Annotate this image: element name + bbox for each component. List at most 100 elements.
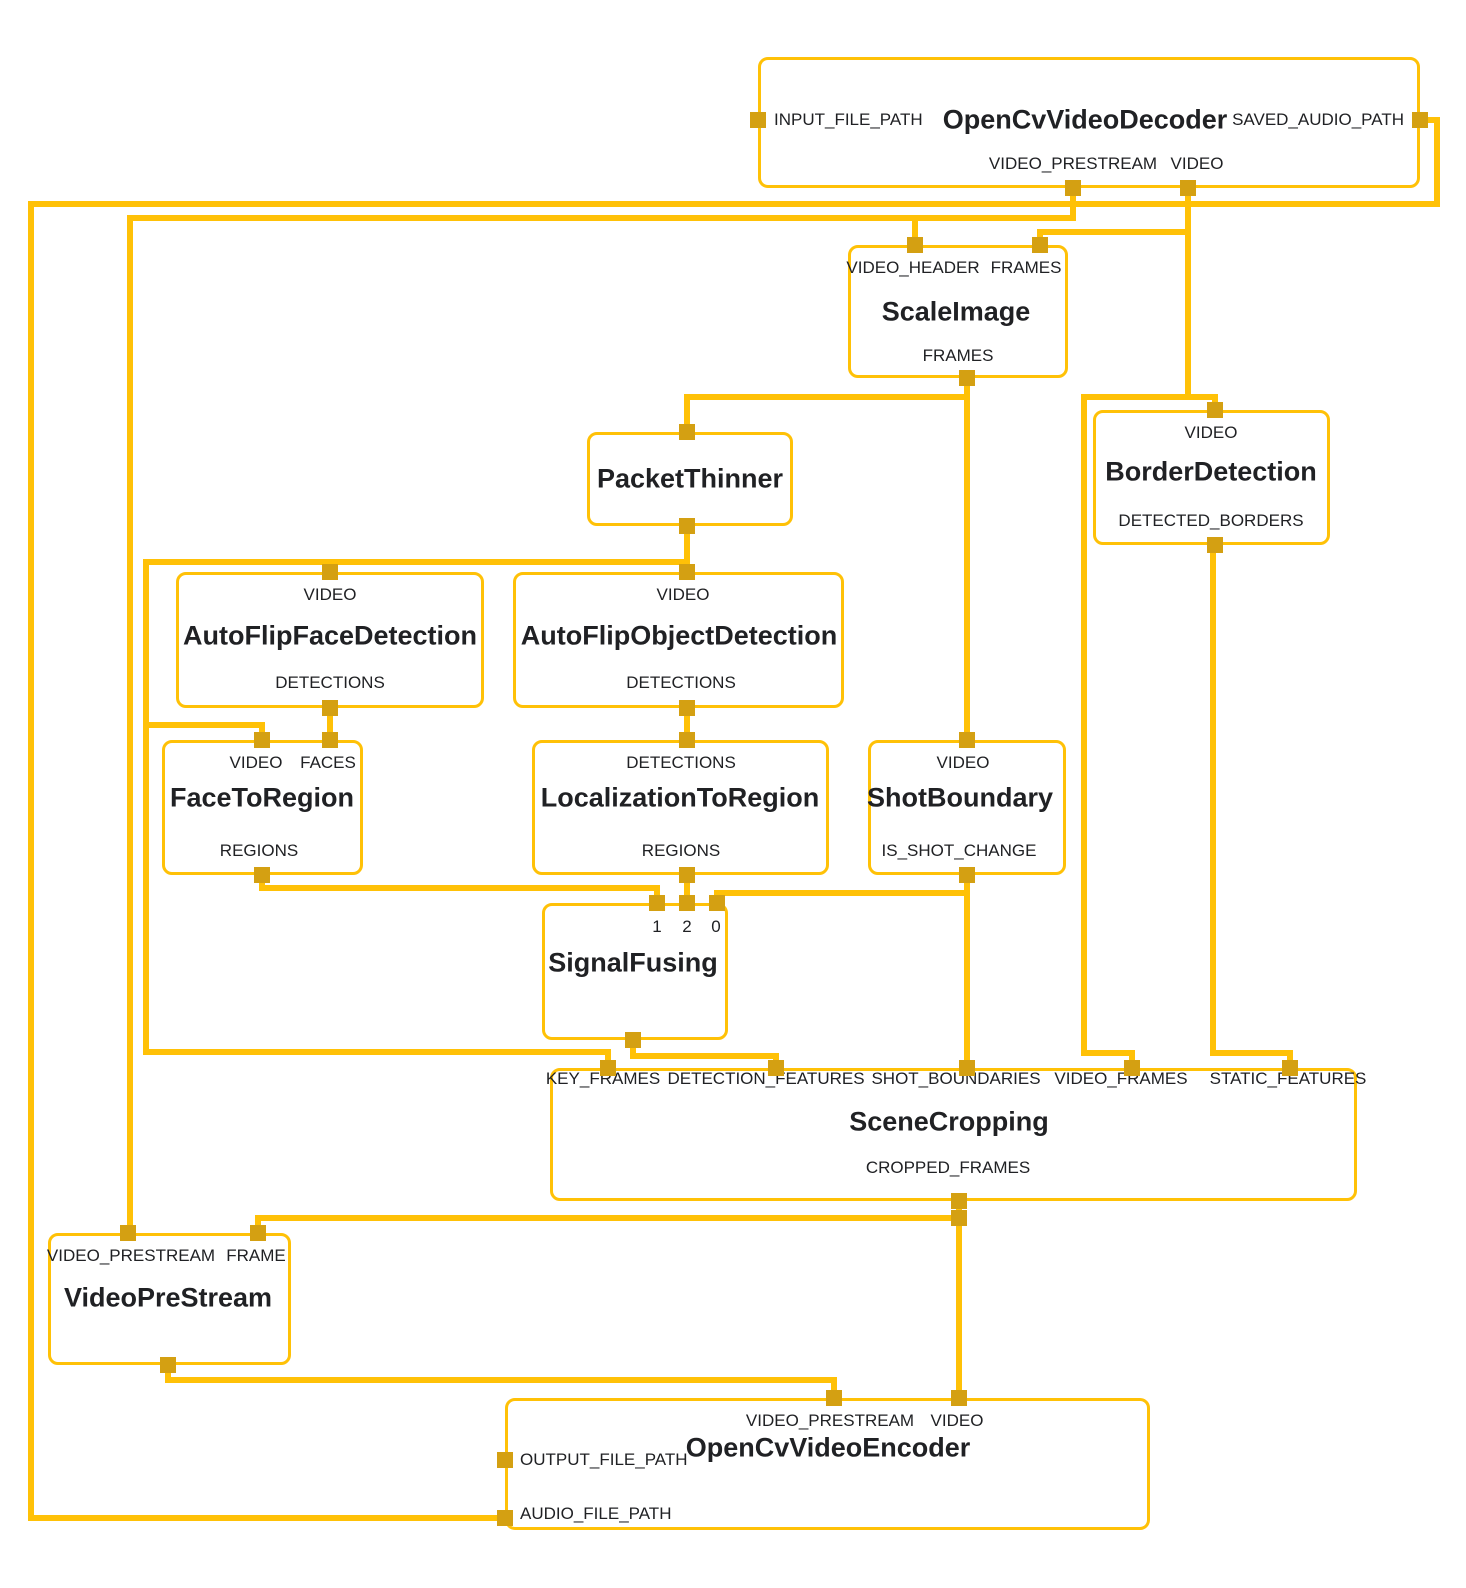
port-open-cv-video-encoder-video-square bbox=[951, 1390, 967, 1406]
port-signal-fusing-out-square bbox=[625, 1032, 641, 1048]
port-label-auto-flip-object-detection-video: VIDEO bbox=[656, 585, 710, 604]
port-label-scene-cropping-static_features: STATIC_FEATURES bbox=[1209, 1069, 1367, 1088]
port-scale-image-video_header-square bbox=[907, 237, 923, 253]
node-auto-flip-face-detection[interactable] bbox=[176, 572, 484, 708]
edge-video-prestream-main bbox=[127, 215, 133, 1236]
port-label-face-to-region-faces: FACES bbox=[300, 753, 356, 772]
node-auto-flip-object-detection[interactable] bbox=[513, 572, 844, 708]
port-open-cv-video-decoder-input_file_path-square bbox=[750, 112, 766, 128]
edge-video-to-video-frames bbox=[1081, 394, 1191, 400]
node-title-packet-thinner: PacketThinner bbox=[596, 463, 784, 494]
port-open-cv-video-decoder-video-square bbox=[1180, 180, 1196, 196]
edge-scale-frames-to-packet-thinner bbox=[684, 394, 970, 400]
port-signal-fusing-0-square bbox=[709, 895, 725, 911]
port-label-auto-flip-face-detection-detections: DETECTIONS bbox=[275, 673, 385, 692]
edge-borders-to-static-features bbox=[1210, 1050, 1293, 1056]
port-label-auto-flip-object-detection-detections: DETECTIONS bbox=[626, 673, 736, 692]
edge-packet-thinner-left-rail bbox=[143, 559, 690, 565]
port-scene-cropping-static_features-square bbox=[1282, 1060, 1298, 1076]
port-label-scale-image-frames: FRAMES bbox=[922, 346, 994, 365]
edge-video-main bbox=[1185, 185, 1191, 400]
port-face-to-region-regions-square bbox=[254, 867, 270, 883]
port-scale-image-frames-square bbox=[959, 370, 975, 386]
node-title-border-detection: BorderDetection bbox=[1105, 456, 1317, 487]
edge-shot-change-to-fusing-0 bbox=[714, 890, 970, 896]
node-open-cv-video-decoder[interactable] bbox=[758, 57, 1420, 188]
edge-prestream-out-to-encoder bbox=[831, 1377, 837, 1401]
edge-shot-change-to-shot-boundaries bbox=[964, 872, 970, 1071]
node-title-scene-cropping: SceneCropping bbox=[849, 1106, 1049, 1137]
edge-saved-audio-path-to-audio-file-path bbox=[1417, 117, 1440, 123]
port-shot-boundary-is_shot_change-square bbox=[959, 867, 975, 883]
node-title-auto-flip-object-detection: AutoFlipObjectDetection bbox=[520, 620, 838, 651]
port-video-pre-stream-frame-square bbox=[250, 1225, 266, 1241]
edge-borders-to-static-features bbox=[1210, 542, 1216, 1056]
port-shot-boundary-video-square bbox=[959, 732, 975, 748]
port-localization-to-region-detections-square bbox=[679, 732, 695, 748]
node-video-pre-stream[interactable] bbox=[48, 1233, 291, 1365]
port-label-localization-to-region-regions: REGIONS bbox=[641, 841, 721, 860]
node-title-shot-boundary: ShotBoundary bbox=[867, 782, 1053, 813]
node-open-cv-video-encoder[interactable] bbox=[505, 1398, 1150, 1530]
edge-packet-thinner-out bbox=[684, 523, 690, 575]
edge-saved-audio-path-to-audio-file-path bbox=[28, 1515, 508, 1521]
edge-fusing-out-to-detection-features bbox=[630, 1037, 636, 1059]
edge-cropped-frames-to-frame bbox=[255, 1215, 962, 1221]
port-auto-flip-object-detection-detections-square bbox=[679, 700, 695, 716]
edge-face-regions-to-fusing-1 bbox=[259, 885, 660, 891]
port-label-signal-fusing-2: 2 bbox=[682, 917, 692, 936]
edge-rail-to-face-to-region-video bbox=[143, 722, 265, 728]
edge-video-prestream-to-video-header bbox=[912, 215, 918, 248]
port-label-border-detection-detected_borders: DETECTED_BORDERS bbox=[1118, 511, 1304, 530]
edge-junction bbox=[951, 1210, 967, 1226]
edge-video-prestream-main bbox=[127, 215, 1076, 221]
port-scale-image-frames-square bbox=[1032, 237, 1048, 253]
port-label-open-cv-video-decoder-input_file_path: INPUT_FILE_PATH bbox=[774, 110, 923, 129]
edge-packet-thinner-left-rail bbox=[143, 559, 149, 1055]
port-label-open-cv-video-decoder-video_prestream: VIDEO_PRESTREAM bbox=[988, 154, 1158, 173]
port-video-pre-stream-out-square bbox=[160, 1357, 176, 1373]
port-label-auto-flip-face-detection-video: VIDEO bbox=[303, 585, 357, 604]
node-shot-boundary[interactable] bbox=[868, 740, 1066, 875]
port-label-open-cv-video-encoder-output_file_path: OUTPUT_FILE_PATH bbox=[520, 1450, 688, 1469]
port-label-signal-fusing-1: 1 bbox=[652, 917, 662, 936]
port-label-scale-image-frames: FRAMES bbox=[990, 258, 1062, 277]
edge-packet-thinner-left-rail bbox=[143, 1049, 611, 1055]
port-label-localization-to-region-detections: DETECTIONS bbox=[626, 753, 736, 772]
port-auto-flip-object-detection-video-square bbox=[679, 564, 695, 580]
port-label-open-cv-video-decoder-saved_audio_path: SAVED_AUDIO_PATH bbox=[1232, 110, 1404, 129]
node-title-scale-image: ScaleImage bbox=[881, 296, 1031, 327]
port-label-scene-cropping-shot_boundaries: SHOT_BOUNDARIES bbox=[871, 1069, 1041, 1088]
port-scene-cropping-shot_boundaries-square bbox=[959, 1060, 975, 1076]
port-video-pre-stream-video_prestream-square bbox=[120, 1225, 136, 1241]
node-title-video-pre-stream: VideoPreStream bbox=[63, 1282, 273, 1313]
port-open-cv-video-encoder-audio_file_path-square bbox=[497, 1510, 513, 1526]
edge-saved-audio-path-to-audio-file-path bbox=[28, 201, 1440, 207]
port-label-open-cv-video-decoder-video: VIDEO bbox=[1170, 154, 1224, 173]
port-scene-cropping-detection_features-square bbox=[768, 1060, 784, 1076]
node-localization-to-region[interactable] bbox=[532, 740, 829, 875]
port-label-open-cv-video-encoder-video: VIDEO bbox=[930, 1411, 984, 1430]
edge-scale-frames-to-shot-boundary bbox=[964, 375, 970, 743]
port-label-open-cv-video-encoder-audio_file_path: AUDIO_FILE_PATH bbox=[520, 1504, 672, 1523]
edge-video-to-border-detection bbox=[1185, 394, 1218, 400]
port-auto-flip-face-detection-video-square bbox=[322, 564, 338, 580]
port-label-scene-cropping-detection_features: DETECTION_FEATURES bbox=[667, 1069, 865, 1088]
port-auto-flip-face-detection-detections-square bbox=[322, 700, 338, 716]
port-label-open-cv-video-encoder-video_prestream: VIDEO_PRESTREAM bbox=[745, 1411, 915, 1430]
port-label-scene-cropping-video_frames: VIDEO_FRAMES bbox=[1054, 1069, 1188, 1088]
port-label-video-pre-stream-frame: FRAME bbox=[226, 1246, 286, 1265]
port-label-face-to-region-regions: REGIONS bbox=[219, 841, 299, 860]
node-title-localization-to-region: LocalizationToRegion bbox=[540, 782, 820, 813]
port-label-shot-boundary-video: VIDEO bbox=[936, 753, 990, 772]
edge-face-detections-to-faces bbox=[327, 705, 333, 743]
port-open-cv-video-encoder-video_prestream-square bbox=[826, 1390, 842, 1406]
node-signal-fusing[interactable] bbox=[542, 903, 728, 1040]
edge-video-to-video-frames bbox=[1081, 1050, 1135, 1056]
port-open-cv-video-decoder-saved_audio_path-square bbox=[1412, 112, 1428, 128]
node-scene-cropping[interactable] bbox=[550, 1068, 1357, 1201]
port-scene-cropping-video_frames-square bbox=[1124, 1060, 1140, 1076]
node-scale-image[interactable] bbox=[848, 245, 1068, 378]
edge-video-prestream-main bbox=[1070, 185, 1076, 221]
